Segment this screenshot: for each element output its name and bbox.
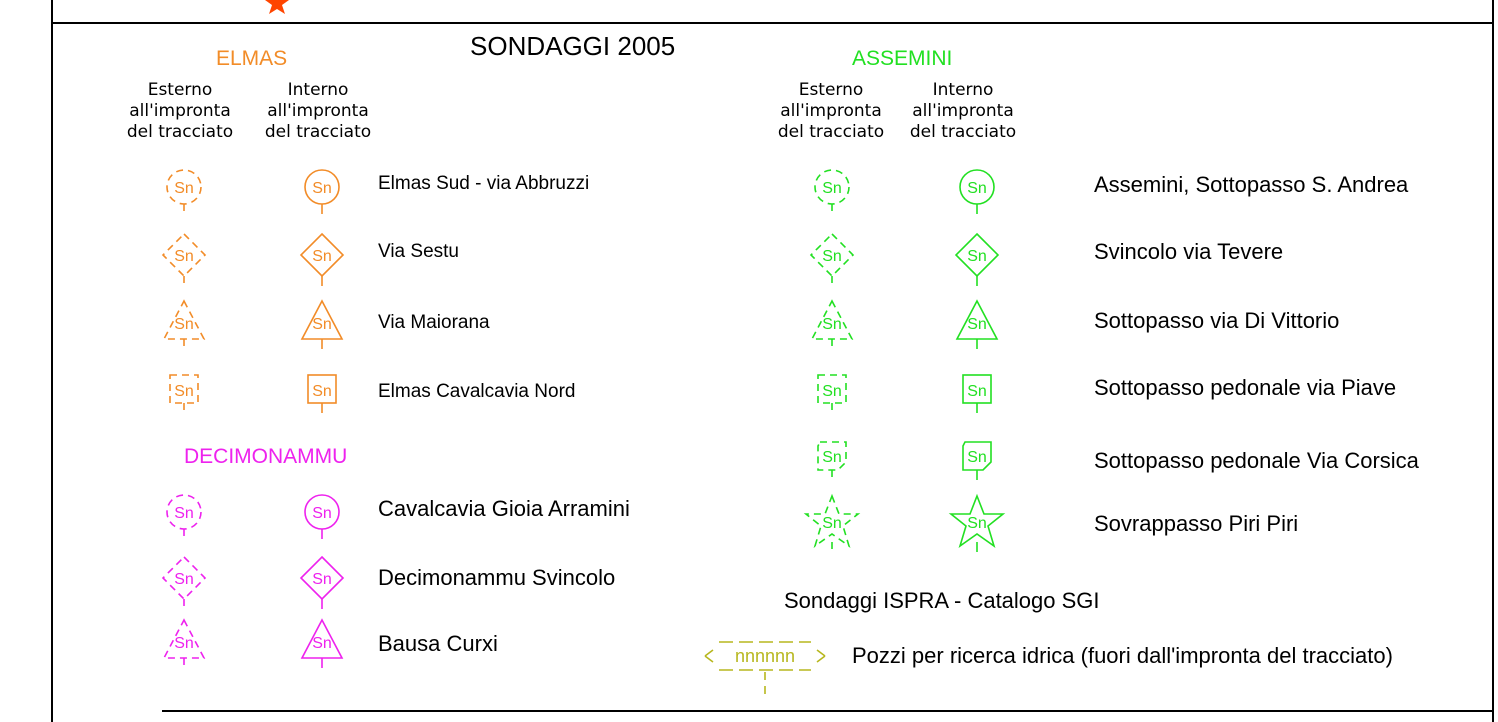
- column-header-interno-right: Interno all'impronta del tracciato: [909, 80, 1017, 142]
- symbol-text: Sn: [312, 505, 332, 522]
- elmas-triangle-internal-icon: Sn: [300, 299, 344, 349]
- decimonammu-diamond-external-icon: Sn: [161, 555, 207, 609]
- symbol-text: Sn: [822, 515, 842, 532]
- symbol-text: Sn: [174, 180, 194, 197]
- symbol-text: Sn: [174, 316, 194, 333]
- elmas-square-external-icon: Sn: [169, 374, 199, 413]
- assemini-notched-internal-icon: Sn: [962, 441, 992, 480]
- symbol-text: Sn: [967, 180, 987, 197]
- group-title-elmas: ELMAS: [216, 47, 288, 70]
- symbol-text: Sn: [174, 505, 194, 522]
- assemini-star-external-icon: Sn: [803, 493, 861, 552]
- star-marker-icon: [265, 0, 289, 14]
- symbol-text: Sn: [822, 180, 842, 197]
- symbol-text: Sn: [822, 383, 842, 400]
- legend-label: Elmas Sud - via Abbruzzi: [378, 173, 590, 194]
- frame-bottom-divider: [162, 710, 1494, 712]
- legend-label: Assemini, Sottopasso S. Andrea: [1094, 172, 1409, 197]
- ispra-well-icon: nnnnnn: [704, 641, 826, 696]
- column-header-esterno-right: Esterno all'impronta del tracciato: [777, 80, 885, 142]
- legend-label: Sovrappasso Piri Piri: [1094, 511, 1299, 536]
- assemini-diamond-external-icon: Sn: [809, 232, 855, 286]
- symbol-text: Sn: [312, 635, 332, 652]
- assemini-square-external-icon: Sn: [817, 374, 847, 413]
- symbol-text: Sn: [822, 449, 842, 466]
- group-title-assemini: ASSEMINI: [852, 47, 953, 70]
- assemini-circle-external-icon: Sn: [814, 169, 850, 214]
- elmas-diamond-external-icon: Sn: [161, 232, 207, 286]
- frame-right-border: [1492, 0, 1494, 722]
- decimonammu-diamond-internal-icon: Sn: [299, 555, 345, 609]
- assemini-circle-internal-icon: Sn: [959, 169, 995, 214]
- decimonammu-circle-internal-icon: Sn: [304, 494, 340, 539]
- symbol-text: Sn: [312, 180, 332, 197]
- symbol-text: Sn: [822, 248, 842, 265]
- symbol-text: Sn: [967, 316, 987, 333]
- legend-title: SONDAGGI 2005: [470, 31, 676, 61]
- frame-top-divider: [51, 22, 1494, 24]
- legend-label: Bausa Curxi: [378, 631, 498, 656]
- ispra-symbol-text: nnnnnn: [735, 646, 795, 666]
- symbol-text: Sn: [174, 383, 194, 400]
- legend-label: Via Sestu: [378, 241, 459, 262]
- column-header-esterno-left: Esterno all'impronta del tracciato: [126, 80, 234, 142]
- symbol-text: Sn: [312, 571, 332, 588]
- symbol-text: Sn: [312, 316, 332, 333]
- legend-label: Cavalcavia Gioia Arramini: [378, 496, 630, 521]
- decimonammu-triangle-external-icon: Sn: [162, 618, 206, 668]
- column-header-interno-left: Interno all'impronta del tracciato: [264, 80, 372, 142]
- elmas-circle-internal-icon: Sn: [304, 169, 340, 214]
- legend-label: Sottopasso pedonale via Piave: [1094, 375, 1397, 400]
- symbol-text: Sn: [967, 515, 987, 532]
- elmas-diamond-internal-icon: Sn: [299, 232, 345, 286]
- symbol-text: Sn: [174, 248, 194, 265]
- assemini-star-internal-icon: Sn: [948, 493, 1006, 552]
- frame-left-border: [51, 0, 53, 722]
- elmas-square-internal-icon: Sn: [307, 374, 337, 413]
- assemini-triangle-internal-icon: Sn: [955, 299, 999, 349]
- elmas-triangle-external-icon: Sn: [162, 299, 206, 349]
- symbol-text: Sn: [312, 248, 332, 265]
- assemini-notched-external-icon: Sn: [817, 441, 847, 480]
- symbol-text: Sn: [174, 635, 194, 652]
- decimonammu-triangle-internal-icon: Sn: [300, 618, 344, 668]
- legend-label: Decimonammu Svincolo: [378, 565, 616, 590]
- symbol-text: Sn: [312, 383, 332, 400]
- symbol-text: Sn: [967, 248, 987, 265]
- symbol-text: Sn: [822, 316, 842, 333]
- elmas-circle-external-icon: Sn: [166, 169, 202, 214]
- decimonammu-circle-external-icon: Sn: [166, 494, 202, 539]
- symbol-text: Sn: [967, 383, 987, 400]
- assemini-diamond-internal-icon: Sn: [954, 232, 1000, 286]
- legend-label: Sottopasso via Di Vittorio: [1094, 308, 1340, 333]
- legend-label: Elmas Cavalcavia Nord: [378, 381, 576, 402]
- assemini-square-internal-icon: Sn: [962, 374, 992, 413]
- legend-label: Via Maiorana: [378, 312, 490, 333]
- ispra-title: Sondaggi ISPRA - Catalogo SGI: [784, 588, 1100, 613]
- group-title-decimonammu: DECIMONAMMU: [184, 445, 348, 468]
- ispra-label: Pozzi per ricerca idrica (fuori dall'imp…: [852, 643, 1393, 668]
- symbol-text: Sn: [174, 571, 194, 588]
- assemini-triangle-external-icon: Sn: [810, 299, 854, 349]
- legend-label: Sottopasso pedonale Via Corsica: [1094, 448, 1419, 473]
- legend-label: Svincolo via Tevere: [1094, 239, 1284, 264]
- symbol-text: Sn: [967, 449, 987, 466]
